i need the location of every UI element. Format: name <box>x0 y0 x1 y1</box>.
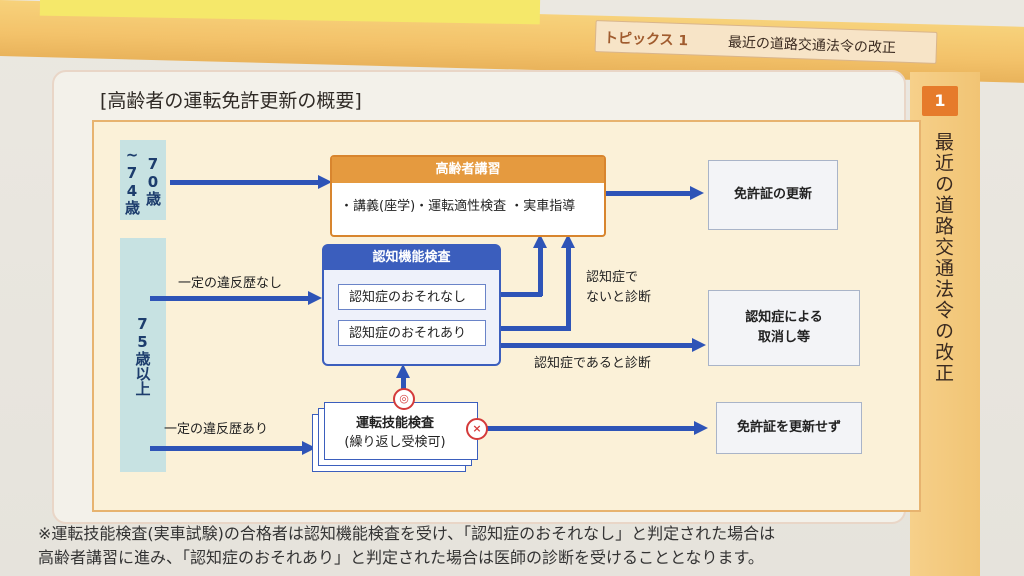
arrowhead <box>318 175 332 189</box>
arrowhead <box>533 234 547 248</box>
cognitive-row-risk: 認知症のおそれあり <box>338 320 486 346</box>
arrow-skill-to-cognitive <box>401 376 406 398</box>
footnote-line-2: 高齢者講習に進み、「認知症のおそれあり」と判定された場合は医師の診断を受けること… <box>38 548 764 567</box>
fail-mark-icon: × <box>466 418 488 440</box>
label-not-dementia-2: ないと診断 <box>586 290 652 305</box>
arrow-70-to-lecture <box>170 180 320 185</box>
outcome-renew: 免許証の更新 <box>708 160 838 230</box>
arrowhead <box>692 338 706 352</box>
arrowhead <box>396 364 410 378</box>
label-violation: 一定の違反歴あり <box>164 422 269 437</box>
lecture-title: 高齢者講習 <box>332 157 604 183</box>
pass-mark-icon: ◎ <box>393 388 415 410</box>
cognitive-row-no-risk: 認知症のおそれなし <box>338 284 486 310</box>
arrow-risk-horizontal <box>498 326 570 331</box>
arrowhead <box>561 234 575 248</box>
skill-test-subtitle: (繰り返し受検可) <box>344 435 446 450</box>
arrowhead <box>694 421 708 435</box>
label-not-dementia-1: 認知症で <box>586 270 639 285</box>
figure-title: [高齢者の運転免許更新の概要] <box>100 90 362 112</box>
arrow-to-revoke <box>498 343 694 348</box>
outcome-no-renew: 免許証を更新せず <box>716 402 862 454</box>
skill-test-title: 運転技能検査 <box>355 416 434 431</box>
footnote-line-1: ※運転技能検査(実車試験)の合格者は認知機能検査を受け、「認知症のおそれなし」と… <box>38 524 776 543</box>
age-group-75-plus: 75歳以上 <box>120 238 166 472</box>
skill-test-label: 運転技能検査 (繰り返し受検可) <box>330 412 460 450</box>
label-no-violation: 一定の違反歴なし <box>178 276 283 291</box>
arrow-lecture-to-renew <box>606 191 692 196</box>
lecture-box: 高齢者講習 ・講義(座学)・運転適性検査 ・実車指導 <box>330 155 606 237</box>
label-dementia: 認知症であると診断 <box>534 356 651 371</box>
arrow-75-to-skill <box>150 446 305 451</box>
arrowhead <box>308 291 322 305</box>
chapter-title: 最近の道路交通法令の改正 <box>932 132 954 384</box>
arrow-not-dementia-vertical <box>566 246 571 331</box>
arrow-no-risk-vertical <box>538 246 543 296</box>
age-group-70-74: 70歳~74歳 <box>120 140 166 220</box>
chapter-number: 1 <box>922 86 958 116</box>
arrow-75-to-cognitive <box>150 296 310 301</box>
cognitive-test-title: 認知機能検査 <box>324 246 499 270</box>
outcome-revoke-line1: 認知症による <box>745 310 823 325</box>
skill-card-front <box>324 402 478 460</box>
cognitive-test-box: 認知機能検査 認知症のおそれなし 認知症のおそれあり <box>322 244 501 366</box>
topic-title: 最近の道路交通法令の改正 <box>727 34 897 57</box>
arrowhead <box>690 186 704 200</box>
footnote: ※運転技能検査(実車試験)の合格者は認知機能検査を受け、「認知症のおそれなし」と… <box>38 522 998 570</box>
chapter-side-tab: 1 最近の道路交通法令の改正 <box>910 72 980 576</box>
lecture-body: ・講義(座学)・運転適性検査 ・実車指導 <box>340 199 576 214</box>
outcome-revoke-line2: 取消し等 <box>757 330 810 345</box>
arrow-no-risk-horizontal <box>498 292 542 297</box>
topic-label: トピックス 1 <box>603 30 689 50</box>
outcome-revoke: 認知症による 取消し等 <box>708 290 860 366</box>
arrow-to-no-renew <box>486 426 696 431</box>
